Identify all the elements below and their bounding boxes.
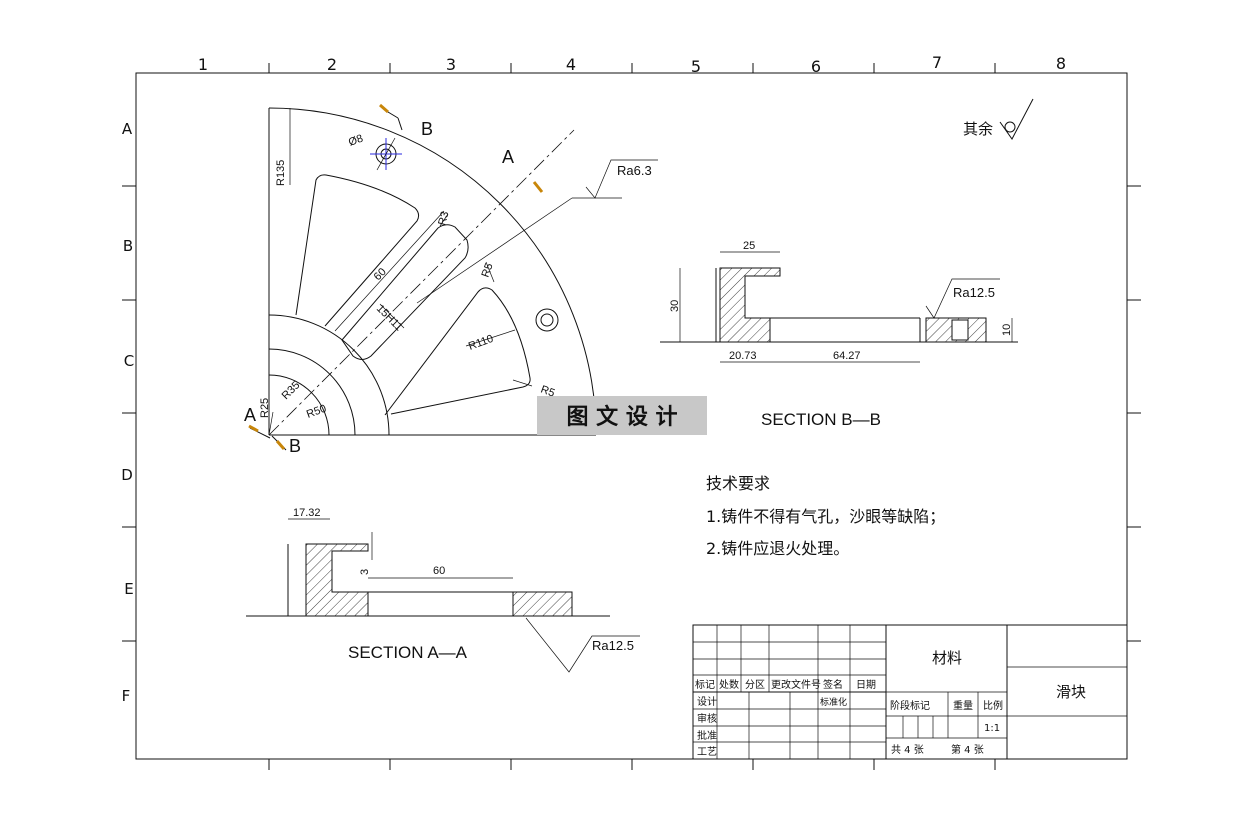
tb-header-cell: 处数 <box>719 678 739 691</box>
dim-r5: R5 <box>480 262 496 279</box>
tb-header-cell: 更改文件号 <box>771 678 821 691</box>
dim-60-aa: 60 <box>433 565 445 577</box>
cut-letter-a: A <box>244 405 256 425</box>
cut-letter-b: B <box>421 119 433 139</box>
tb-stage-label: 阶段标记 <box>890 699 930 712</box>
tb-row-label: 批准 <box>697 729 717 742</box>
tech-note-item: 2.铸件应退火处理。 <box>706 539 849 558</box>
center-slot <box>341 224 469 360</box>
row-label: A <box>122 120 133 138</box>
tb-header-cell: 日期 <box>856 679 876 691</box>
col-label: 1 <box>198 55 208 74</box>
row-label: B <box>123 237 133 255</box>
tb-sheet-no: 第 4 张 <box>951 743 984 756</box>
dim-64-27: 64.27 <box>833 350 861 362</box>
watermark: 图 文 设 计 <box>567 404 678 430</box>
col-label: 6 <box>811 57 821 76</box>
finish-symbol-icon <box>999 98 1034 140</box>
upper-window <box>295 174 420 327</box>
dim-r5: R5 <box>539 384 556 400</box>
dim-r25: R25 <box>259 398 271 418</box>
tb-header-cell: 分区 <box>745 679 765 691</box>
dim-slot: 15H11 <box>374 303 405 334</box>
cut-letter-b: B <box>289 436 301 456</box>
dim-hole-dia: Ø8 <box>347 133 365 149</box>
dim-r135: R135 <box>275 160 287 186</box>
section-bb-drawing <box>660 251 1018 363</box>
tb-material-label: 材料 <box>932 649 962 667</box>
section-aa-title: SECTION A—A <box>348 643 468 662</box>
tb-row-label: 审核 <box>697 712 717 725</box>
roughness-ra125-aa: Ra12.5 <box>592 638 634 653</box>
dim-30: 30 <box>669 300 681 312</box>
row-label: E <box>124 580 133 598</box>
dim-r110: R110 <box>467 333 495 353</box>
roughness-ra63: Ra6.3 <box>617 163 652 178</box>
col-label: 3 <box>446 55 456 74</box>
section-aa-drawing <box>246 518 640 673</box>
col-label: 7 <box>932 53 942 72</box>
dim-25: 25 <box>743 240 755 252</box>
watermark-box <box>537 396 707 435</box>
section-line-a <box>268 129 575 436</box>
cut-letter-a: A <box>502 147 514 167</box>
tb-row-label: 设计 <box>697 695 717 708</box>
tb-scale: 1:1 <box>984 723 1000 734</box>
row-label: D <box>121 466 133 484</box>
tb-header-cell: 标记 <box>695 679 715 691</box>
tech-notes-title: 技术要求 <box>706 474 770 493</box>
plan-view <box>248 103 658 451</box>
tb-standardization: 标准化 <box>820 696 847 708</box>
dim-20-73: 20.73 <box>729 350 757 362</box>
dim-3: 3 <box>359 569 371 575</box>
col-label: 8 <box>1056 54 1066 73</box>
roughness-ra125-bb: Ra12.5 <box>953 285 995 300</box>
drawing-border <box>122 63 1141 770</box>
col-label: 2 <box>327 55 337 74</box>
tech-note-item: 1.铸件不得有气孔，沙眼等缺陷； <box>706 507 945 526</box>
row-label: C <box>124 352 134 370</box>
col-label: 5 <box>691 57 701 76</box>
col-label: 4 <box>566 55 576 74</box>
row-label: F <box>122 687 131 705</box>
hole-right <box>535 308 559 332</box>
lower-window <box>384 287 531 416</box>
tb-part-name: 滑块 <box>1056 683 1086 701</box>
tb-row-label: 工艺 <box>697 746 717 758</box>
dim-10: 10 <box>1001 324 1013 336</box>
tb-weight-label: 重量 <box>953 699 973 712</box>
dim-60: 60 <box>372 266 389 283</box>
dim-r50: R50 <box>305 403 328 421</box>
dim-17-32: 17.32 <box>293 507 321 519</box>
tb-scale-label: 比例 <box>983 699 1003 712</box>
dim-r3: R3 <box>436 210 451 227</box>
tb-sheets-total: 共 4 张 <box>891 744 924 756</box>
title-block <box>692 624 1128 760</box>
tb-header-cell: 签名 <box>823 678 843 691</box>
section-bb-title: SECTION B—B <box>761 410 881 429</box>
remaining-finish-label: 其余 <box>963 120 993 138</box>
